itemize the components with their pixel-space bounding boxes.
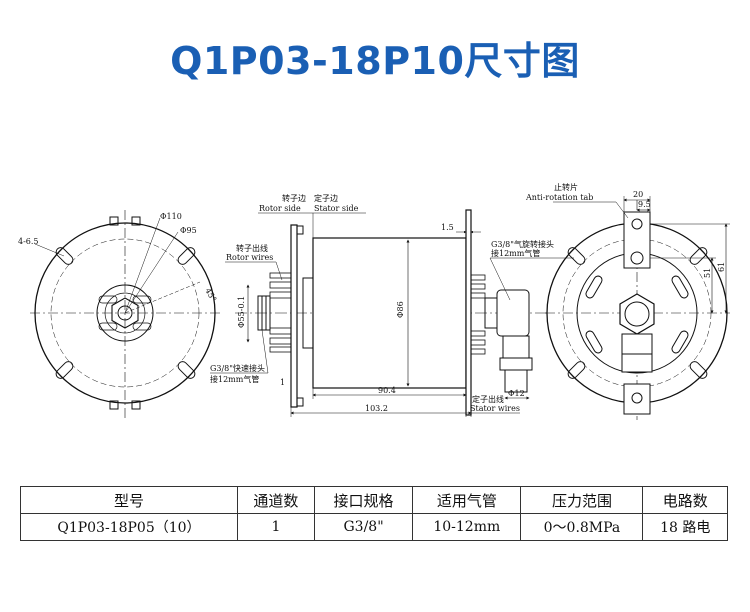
- left-view: [30, 210, 222, 418]
- header-port-spec: 接口规格: [313, 486, 414, 514]
- mount-slot: [177, 247, 196, 265]
- anti-rotation-tab: [623, 211, 651, 269]
- label-fitting-right-2: 接12mm气管: [491, 248, 540, 258]
- dim-d95: Φ95: [180, 226, 197, 235]
- side-view: [210, 209, 574, 417]
- dim-d110: Φ110: [160, 212, 182, 221]
- table-row: Q1P03-18P05（10） 1 G3/8" 10-12mm 0～0.8MPa…: [20, 513, 728, 541]
- spec-table: 型号 通道数 接口规格 适用气管 压力范围 电路数 Q1P03-18P05（10…: [20, 486, 728, 541]
- cell-circuits: 18 路电: [642, 513, 728, 541]
- label-rotor-side-cn: 转子边: [282, 193, 306, 203]
- label-tab: Anti-rotation tab: [525, 193, 593, 202]
- hex-nut: [111, 297, 139, 329]
- slip-ring-body: [312, 237, 467, 389]
- dim-1: 1: [280, 378, 285, 387]
- dim-w20: 20: [633, 190, 643, 199]
- label-stator-wires-cn: 定子出线: [472, 394, 504, 404]
- dim-h51: 51: [703, 268, 712, 278]
- dim-d12: Φ12: [508, 389, 525, 398]
- dimension-drawing: Φ110 Φ95 4-6.5 45°: [18, 182, 730, 420]
- left-fitting: [257, 295, 271, 331]
- table-header-row: 型号 通道数 接口规格 适用气管 压力范围 电路数: [20, 486, 728, 514]
- cell-channels: 1: [236, 513, 315, 541]
- cell-pressure: 0～0.8MPa: [520, 513, 644, 541]
- label-rotor-wires-cn: 转子出线: [236, 243, 268, 253]
- mount-slot: [55, 247, 74, 265]
- label-fitting-left-2: 接12mm气管: [210, 374, 259, 384]
- header-tube: 适用气管: [412, 486, 522, 514]
- dim-103-2: 103.2: [365, 404, 388, 413]
- label-stator-side-cn: 定子边: [314, 193, 338, 203]
- dim-90-4: 90.4: [378, 386, 396, 395]
- label-tab-cn: 止转片: [554, 182, 578, 192]
- dim-w9-5: 9.5: [638, 200, 651, 209]
- dim-slot: 4-6.5: [18, 237, 39, 246]
- mount-slot: [177, 361, 196, 379]
- header-model: 型号: [20, 486, 238, 514]
- label-fitting-right-1: G3/8"气旋转接头: [491, 239, 554, 249]
- cell-tube: 10-12mm: [412, 513, 522, 541]
- header-circuits: 电路数: [642, 486, 728, 514]
- mount-slot: [55, 361, 74, 379]
- dim-1-5: 1.5: [441, 223, 454, 232]
- label-rotor-wires: Rotor wires: [226, 253, 273, 262]
- label-fitting-left-1: G3/8"快速接头: [210, 363, 265, 373]
- dim-d86: Φ86: [396, 301, 405, 318]
- right-view: [545, 196, 730, 420]
- cell-port-spec: G3/8": [313, 513, 414, 541]
- label-stator-side: Stator side: [314, 204, 359, 213]
- label-rotor-side: Rotor side: [259, 204, 301, 213]
- dim-angle: 45°: [203, 287, 218, 304]
- label-stator-wires: Stator wires: [470, 404, 520, 413]
- page-title: Q1P03-18P10尺寸图: [170, 39, 580, 83]
- dim-d55: Φ55-0.1: [237, 296, 246, 328]
- cell-model: Q1P03-18P05（10）: [20, 513, 238, 541]
- rotor-flange: [290, 224, 298, 408]
- header-channels: 通道数: [236, 486, 315, 514]
- stator-flange: [465, 209, 472, 416]
- dim-h61: 61: [717, 262, 726, 272]
- header-pressure: 压力范围: [520, 486, 644, 514]
